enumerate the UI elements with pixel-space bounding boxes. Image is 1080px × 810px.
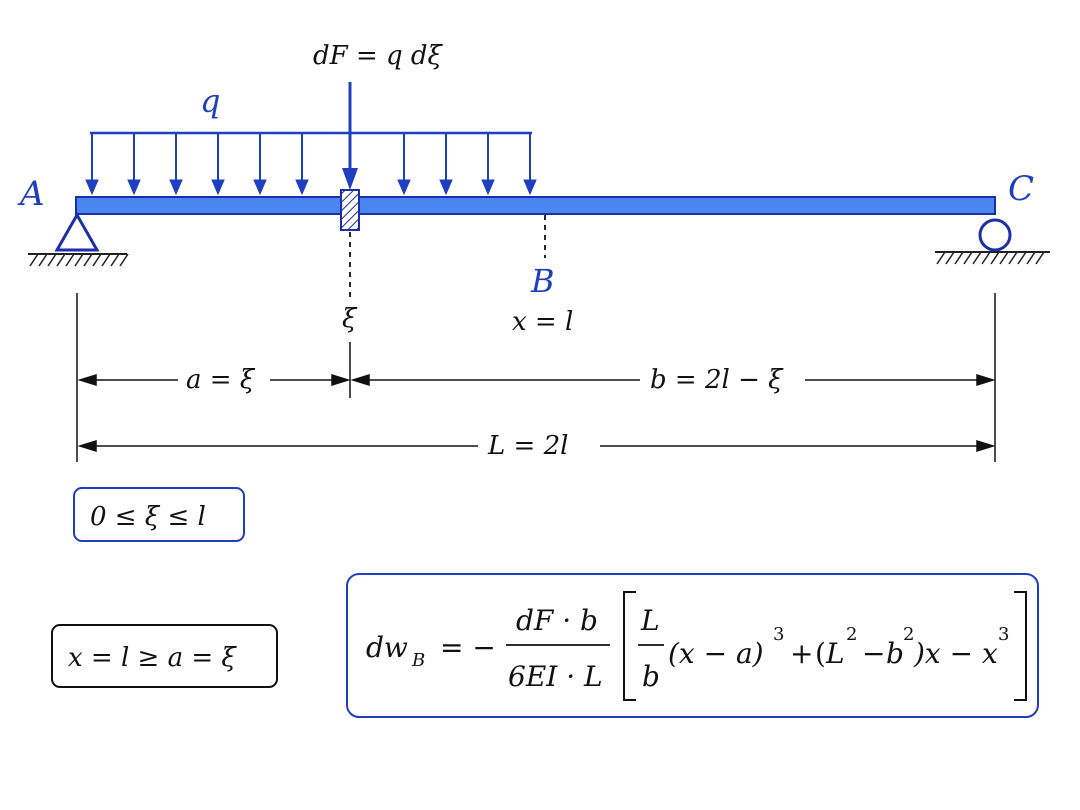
dimension-L (77, 439, 996, 453)
ground-hatch-line (47, 253, 57, 267)
ground-hatch-line (981, 251, 991, 265)
label-q: q (200, 82, 220, 120)
ground-hatch-line (1035, 251, 1045, 265)
formula-inner-den: b (642, 660, 660, 693)
ground-hatch-line (1017, 251, 1027, 265)
label-a: A (17, 174, 45, 214)
ground-hatch-line (101, 253, 111, 267)
condition-text: x = l ≥ a = ξ (68, 643, 237, 673)
label-x-at-b: x = l (512, 307, 573, 337)
pin-support-a (28, 211, 129, 267)
ground-hatch-line (972, 251, 982, 265)
load-arrow-head (127, 179, 141, 196)
formula-inner-num: L (640, 604, 660, 637)
constraint-text: 0 ≤ ξ ≤ l (90, 502, 206, 532)
label-b: B (530, 262, 555, 300)
dimension-b (350, 373, 996, 387)
ground-hatch-line (999, 251, 1009, 265)
condition-box (51, 624, 278, 688)
load-arrow-head (295, 179, 309, 196)
ground-hatch-line (29, 253, 39, 267)
ground-hatch-line (92, 253, 102, 267)
load-arrow-head (481, 179, 495, 196)
load-arrows (85, 133, 537, 196)
label-xi: ξ (342, 304, 358, 334)
formula-exp3b: 3 (998, 624, 1009, 645)
ground-hatch-line (38, 253, 48, 267)
load-arrow-head (523, 179, 537, 196)
label-c: C (1008, 169, 1034, 209)
formula-b-sym: b (886, 637, 904, 670)
formula-open-paren: ( (815, 637, 826, 670)
distributed-load (85, 131, 537, 196)
formula-minus: − (862, 637, 885, 670)
formula-term1: (x − a) (668, 637, 764, 670)
ground-hatch-line (936, 251, 946, 265)
formula-frac-num: dF · b (516, 604, 598, 637)
ground-hatch-line (1008, 251, 1018, 265)
right-bracket (1014, 591, 1027, 701)
formula-exp2a: 2 (846, 624, 857, 645)
load-arrow-head (439, 179, 453, 196)
ground-hatch-line (963, 251, 973, 265)
load-arrow-head (85, 179, 99, 196)
formula-exp3a: 3 (773, 624, 784, 645)
ground-hatch-line (56, 253, 66, 267)
ground-hatch-line (74, 253, 84, 267)
ground-hatch-line (119, 253, 129, 267)
ground-hatch-line (65, 253, 75, 267)
formula-equals-minus: = − (440, 631, 496, 664)
load-arrow-head (397, 179, 411, 196)
constraint-box (73, 487, 245, 542)
label-point-force: dF = q dξ (313, 41, 444, 71)
ground-hatch-line (990, 251, 1000, 265)
formula-L-sym: L (825, 637, 845, 670)
formula-box (346, 573, 1039, 718)
load-arrow-head (169, 179, 183, 196)
ground-hatch-line (954, 251, 964, 265)
dimension-b-label: b = 2l − ξ (650, 365, 784, 395)
ground-hatch-line (83, 253, 93, 267)
dimension-L-label: L = 2l (487, 431, 568, 461)
ground-hatch-line (1026, 251, 1036, 265)
ground-hatch-line (945, 251, 955, 265)
point-force-arrow (342, 82, 358, 190)
dimension-a (77, 373, 351, 387)
beam (75, 196, 996, 215)
roller-support-c (935, 218, 1050, 265)
formula-lhs-sub: B (411, 650, 425, 671)
left-bracket (623, 591, 636, 701)
formula-frac-den: 6EI · L (508, 660, 603, 693)
formula-exp2b: 2 (903, 624, 914, 645)
formula-lhs: dw (366, 631, 408, 664)
formula: dw B = − dF · b 6EI · L L b (x − a) 3 + … (366, 591, 1027, 701)
formula-plus: + (790, 637, 813, 670)
ground-hatch-line (110, 253, 120, 267)
load-arrow-head (253, 179, 267, 196)
load-arrow-head (211, 179, 225, 196)
formula-tail: )x − x (913, 637, 998, 670)
dimension-a-label: a = ξ (186, 365, 256, 395)
